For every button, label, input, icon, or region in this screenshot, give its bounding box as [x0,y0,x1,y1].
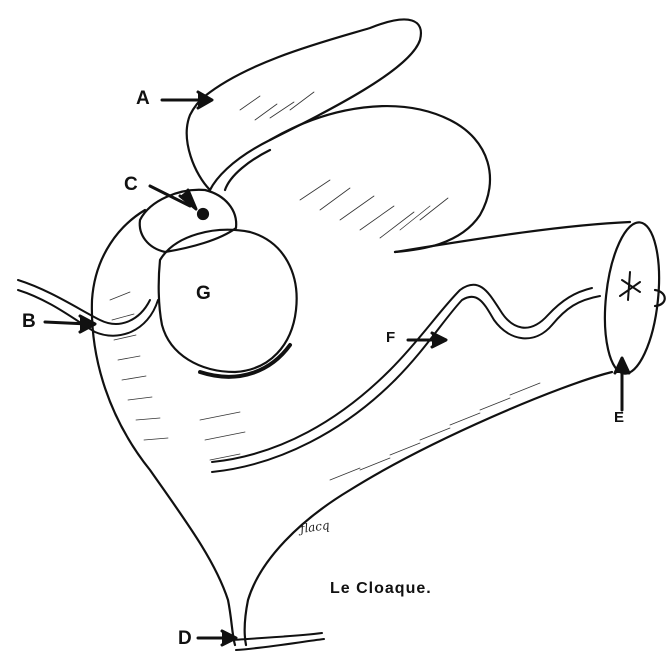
end-disc-e [598,220,666,377]
figure-caption: Le Cloaque. [330,580,432,598]
label-d: D [178,629,192,648]
label-g: G [196,284,211,303]
tube-f [212,285,600,472]
lobe-a-outline [187,19,421,190]
bulb-g-outline [159,230,297,372]
label-f: F [386,330,395,345]
label-e: E [614,410,624,425]
label-b: B [22,312,36,331]
rear-lobe-outline [270,106,490,252]
main-body-outline [92,210,235,645]
label-c: C [124,175,138,194]
label-a: A [136,89,150,108]
